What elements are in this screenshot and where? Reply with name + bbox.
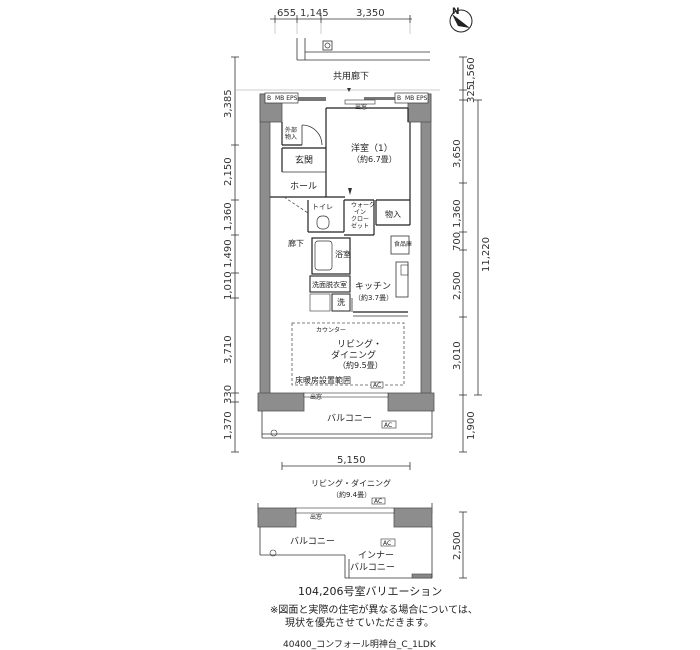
- bottom-dimension-line: 5,150: [281, 455, 411, 470]
- counter-label: カウンター: [316, 326, 346, 334]
- dim-left-7: 330: [223, 385, 234, 404]
- eps-b-right: B: [397, 95, 401, 102]
- outside-storage-line2: 物入: [285, 133, 297, 141]
- dim-right-2: 325: [466, 84, 477, 103]
- floor-heating-label: 床暖房設置範囲: [295, 375, 351, 385]
- dim-left-8: 1,370: [223, 411, 234, 440]
- hallway-label: 廊下: [288, 238, 304, 248]
- dim-top-2: 1,145: [300, 8, 329, 19]
- dim-right-3: 3,650: [452, 139, 463, 168]
- dim-top-3: 3,350: [356, 8, 385, 19]
- dim-right-1: 1,560: [466, 57, 477, 86]
- dim-variation: 2,500: [452, 531, 463, 560]
- variation-inner-line2: バルコニー: [350, 562, 395, 573]
- dim-right-8: 1,900: [466, 411, 477, 440]
- variation-bay-window-label: 出窓: [310, 513, 322, 521]
- north-compass-icon: N: [449, 7, 473, 33]
- dim-right-total: 11,220: [481, 237, 492, 272]
- eps-mb-right: MB EPS: [405, 95, 428, 102]
- variation-inner-line1: インナー: [358, 550, 394, 561]
- top-bay-window-label: 出窓: [355, 103, 367, 111]
- balcony: AC バルコニー: [261, 411, 433, 439]
- entrance-label: 玄関: [295, 154, 313, 166]
- western-room-size: （約6.7畳）: [352, 154, 397, 164]
- dim-right-7: 3,010: [452, 341, 463, 370]
- dim-left-5: 1,010: [223, 271, 234, 300]
- dim-top-1: 655: [277, 8, 296, 19]
- washer-label: 洗: [337, 297, 345, 307]
- variation-ld-size: （約9.4畳）: [332, 490, 371, 499]
- footer-plan-id: 40400_コンフォール明神台_C_1LDK: [283, 640, 436, 650]
- variation-balcony-label: バルコニー: [290, 536, 335, 547]
- western-room-name: 洋室（1）: [351, 142, 393, 154]
- walkin-line2: イン: [354, 209, 366, 216]
- outside-storage-line1: 外部: [285, 126, 297, 134]
- eps-mb-left: MB EPS: [275, 95, 298, 102]
- hall-label: ホール: [290, 181, 317, 192]
- ld-name-line1: リビング・: [337, 338, 382, 350]
- right-dimension-line: 1,560 325 3,650 1,360 700 2,500 3,010 1,…: [452, 56, 492, 453]
- room-labels: 洋室（1） （約6.7畳） 玄関 ホール 外部 物入 トイレ ウォーク イン ク…: [285, 126, 412, 401]
- variation-plan: リビング・ダイニング （約9.4畳） AC 出窓 バルコニー AC インナー バ…: [257, 478, 467, 579]
- variation-ld-ac: AC: [374, 498, 382, 505]
- toilet-label: トイレ: [312, 203, 333, 211]
- dim-left-6: 3,710: [223, 335, 234, 364]
- walkin-line1: ウォーク: [351, 201, 375, 209]
- food-storage-label: 食品庫: [394, 240, 412, 248]
- kitchen-name: キッチン: [355, 281, 391, 292]
- upper-structure: [296, 38, 430, 61]
- bath-label: 浴室: [335, 249, 351, 259]
- walkin-line4: ゼット: [351, 222, 369, 230]
- variation-caption: 104,206号室バリエーション: [298, 585, 443, 598]
- compass-north-label: N: [452, 7, 460, 17]
- interior-partitions: [270, 107, 411, 386]
- washroom-label: 洗面脱衣室: [312, 280, 347, 289]
- dim-left-4: 1,490: [223, 239, 234, 268]
- balcony-ac-label: AC: [384, 422, 392, 429]
- eps-boxes: B MB EPS B MB EPS: [264, 92, 429, 104]
- shared-corridor-label: 共用廊下: [333, 70, 369, 82]
- dim-right-5: 700: [452, 232, 463, 251]
- storage-label: 物入: [385, 209, 401, 219]
- dim-left-1: 3,385: [223, 89, 234, 118]
- dim-bottom: 5,150: [337, 455, 366, 466]
- ld-ac-label: AC: [373, 382, 381, 389]
- disclaimer-line1: ※図面と実際の住宅が異なる場合については、: [270, 605, 478, 616]
- lower-bay-window-label: 出窓: [310, 393, 322, 401]
- top-dimension-line: 655 1,145 3,350: [270, 8, 412, 34]
- walkin-line3: クロー: [351, 216, 369, 223]
- dim-right-6: 2,500: [452, 271, 463, 300]
- dim-right-4: 1,360: [452, 199, 463, 228]
- dim-left-2: 2,150: [223, 157, 234, 186]
- left-dimension-line: 3,385 2,150 1,360 1,490 1,010 3,710 330 …: [223, 56, 239, 453]
- variation-ld-name: リビング・ダイニング: [311, 478, 391, 488]
- disclaimer-line2: 現状を優先させていただきます。: [285, 618, 434, 629]
- variation-balcony-ac: AC: [383, 540, 391, 547]
- dim-left-3: 1,360: [223, 202, 234, 231]
- ld-name-line2: ダイニング: [331, 349, 376, 361]
- ld-size: （約9.5畳）: [338, 360, 383, 370]
- kitchen-size: （約3.7畳）: [354, 293, 393, 302]
- balcony-label: バルコニー: [327, 413, 372, 424]
- eps-b-left: B: [267, 95, 271, 102]
